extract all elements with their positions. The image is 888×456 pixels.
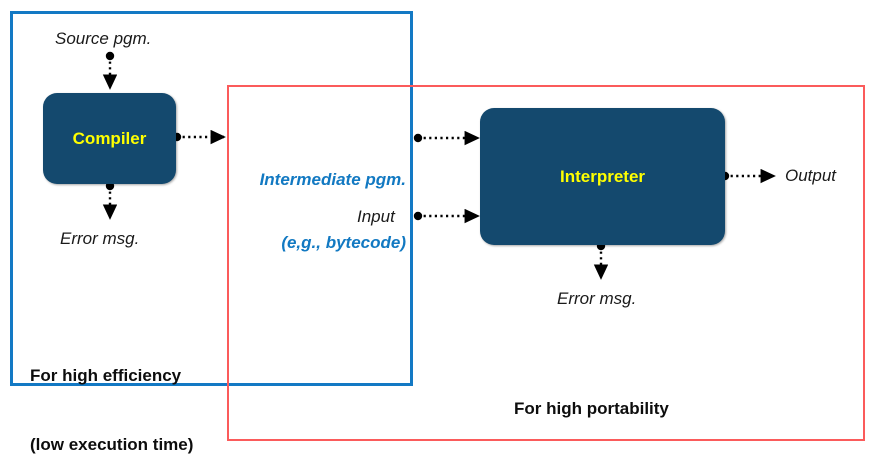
label-error-msg-interpreter: Error msg. [557,289,637,308]
caption-high-efficiency: For high efficiency (low execution time) [30,319,193,456]
label-input: Input [357,207,395,226]
edge-interpreter-to-error [593,241,609,280]
node-compiler-label: Compiler [72,128,147,148]
label-intermediate-pgm-line2: (e,g., bytecode) [281,233,406,253]
label-intermediate-pgm: Intermediate pgm. (e,g., bytecode) [234,126,406,296]
node-interpreter[interactable]: Interpreter [480,108,725,245]
edge-input-to-interpreter [413,208,480,224]
caption-high-efficiency-line2: (low execution time) [30,434,194,454]
node-compiler[interactable]: Compiler [43,93,176,184]
edge-interpreter-to-output [720,168,776,184]
label-intermediate-pgm-line1: Intermediate pgm. [259,169,406,189]
group-box-high-portability [227,85,865,441]
edge-source-to-compiler [102,51,118,90]
caption-high-portability: For high portability [514,399,669,418]
label-error-msg-compiler: Error msg. [60,229,140,248]
label-output: Output [785,166,837,185]
edge-intermediate-to-interpreter [413,130,480,146]
label-source-pgm: Source pgm. [55,29,152,48]
edge-compiler-to-error [102,181,118,220]
node-interpreter-label: Interpreter [559,166,646,186]
caption-high-efficiency-line1: For high efficiency [30,365,182,385]
edge-compiler-to-intermediate [172,129,226,145]
group-box-high-efficiency [10,11,413,386]
